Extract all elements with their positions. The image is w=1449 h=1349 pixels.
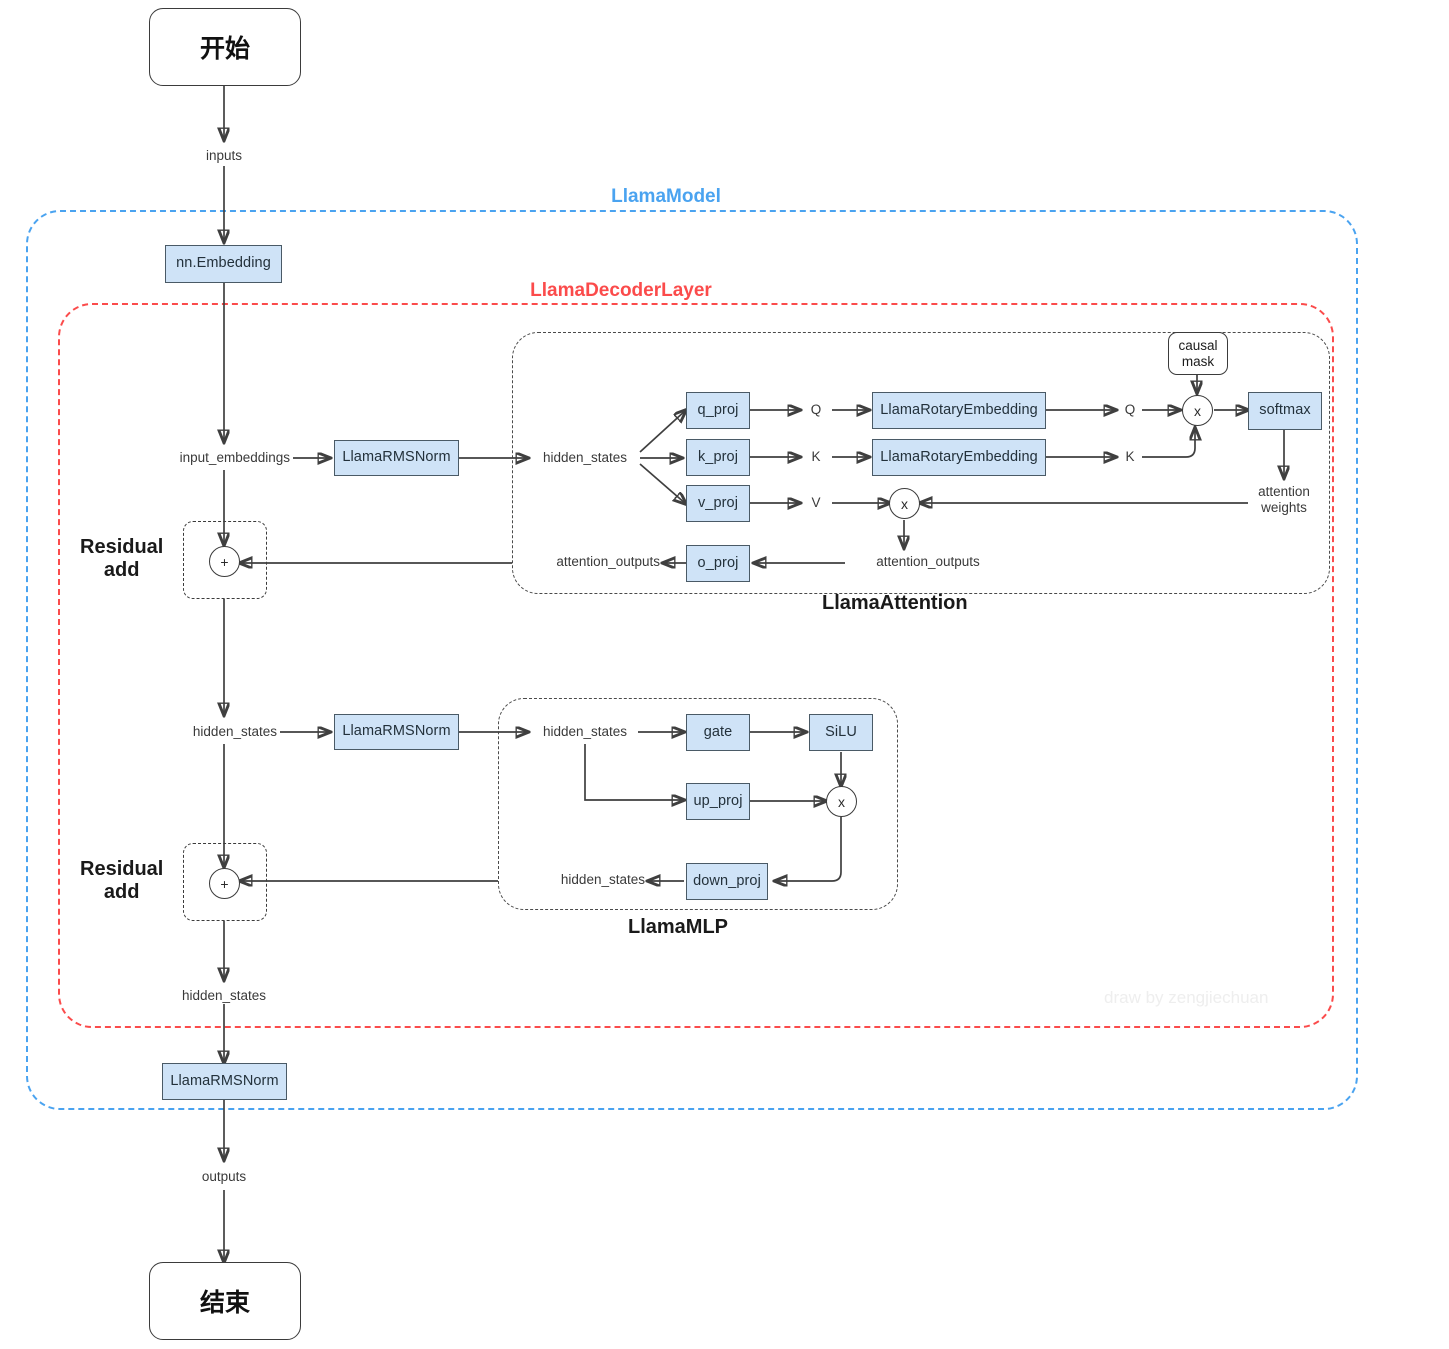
residual-add-label-1-line1: Residual bbox=[80, 536, 164, 558]
group-llama-decoder-layer bbox=[58, 303, 1334, 1028]
residual-add-plus-1: + bbox=[209, 546, 240, 577]
mlp-input-label: hidden_states bbox=[542, 724, 628, 739]
attention-label-v: V bbox=[811, 495, 821, 510]
node-down-proj: down_proj bbox=[686, 863, 768, 900]
attention-label-k: K bbox=[811, 449, 821, 464]
watermark: draw by zengjiechuan bbox=[1104, 988, 1269, 1007]
group-llama-mlp-title: LlamaMLP bbox=[628, 916, 729, 938]
attention-matmul-qk: x bbox=[1182, 395, 1213, 426]
edge-label-inputs: inputs bbox=[205, 148, 243, 163]
residual-add-box-2 bbox=[183, 843, 267, 921]
residual-add-plus-2: + bbox=[209, 868, 240, 899]
edge-label-hidden-states-out: hidden_states bbox=[181, 988, 267, 1003]
attention-weights-line1: attention bbox=[1258, 484, 1310, 499]
node-llamarmsnorm-final: LlamaRMSNorm bbox=[162, 1063, 287, 1100]
causal-mask-line1: causal bbox=[1178, 337, 1218, 353]
mlp-mul: x bbox=[826, 786, 857, 817]
node-o-proj: o_proj bbox=[686, 545, 750, 582]
node-rotary-embedding-q: LlamaRotaryEmbedding bbox=[872, 392, 1046, 429]
group-llama-decoder-layer-title: LlamaDecoderLayer bbox=[530, 280, 712, 301]
node-causal-mask: causal mask bbox=[1168, 332, 1228, 375]
terminal-start: 开始 bbox=[149, 8, 301, 86]
edge-label-input-embeddings: input_embeddings bbox=[179, 450, 290, 465]
attention-outputs-inner-label: attention_outputs bbox=[876, 554, 980, 569]
residual-add-label-2: Residual add bbox=[80, 858, 163, 904]
node-up-proj: up_proj bbox=[686, 783, 750, 820]
node-llamarmsnorm-1: LlamaRMSNorm bbox=[334, 440, 459, 476]
attention-weights-label: attention weights bbox=[1258, 484, 1310, 516]
node-v-proj: v_proj bbox=[686, 485, 750, 522]
residual-add-label-2-line2: add bbox=[103, 881, 140, 903]
residual-add-box-1 bbox=[183, 521, 267, 599]
node-silu: SiLU bbox=[809, 714, 873, 751]
causal-mask-line2: mask bbox=[1181, 353, 1215, 369]
terminal-end: 结束 bbox=[149, 1262, 301, 1340]
group-llama-mlp bbox=[498, 698, 898, 910]
edge-label-outputs: outputs bbox=[201, 1169, 247, 1184]
node-llamarmsnorm-2: LlamaRMSNorm bbox=[334, 714, 459, 750]
node-q-proj: q_proj bbox=[686, 392, 750, 429]
node-softmax: softmax bbox=[1248, 392, 1322, 430]
node-gate: gate bbox=[686, 714, 750, 751]
residual-add-label-1-line2: add bbox=[103, 559, 140, 581]
attention-matmul-av: x bbox=[889, 488, 920, 519]
attention-weights-line2: weights bbox=[1261, 500, 1307, 516]
group-llama-model bbox=[26, 210, 1358, 1110]
attention-input-label: hidden_states bbox=[542, 450, 628, 465]
attention-outputs-outer-label: attention_outputs bbox=[556, 554, 660, 569]
attention-label-q: Q bbox=[810, 402, 822, 417]
residual-add-label-1: Residual add bbox=[80, 536, 163, 582]
mlp-output-label: hidden_states bbox=[560, 872, 645, 887]
group-llama-attention-title: LlamaAttention bbox=[822, 592, 968, 614]
node-k-proj: k_proj bbox=[686, 439, 750, 476]
residual-add-label-2-line1: Residual bbox=[80, 858, 164, 880]
group-llama-model-title: LlamaModel bbox=[611, 186, 721, 207]
node-nn-embedding: nn.Embedding bbox=[165, 245, 282, 283]
attention-label-k-after-rotary: K bbox=[1125, 449, 1135, 464]
attention-label-q-after-rotary: Q bbox=[1124, 402, 1136, 417]
edge-label-hidden-states-mid: hidden_states bbox=[192, 724, 277, 739]
group-llama-attention bbox=[512, 332, 1330, 594]
node-rotary-embedding-k: LlamaRotaryEmbedding bbox=[872, 439, 1046, 476]
